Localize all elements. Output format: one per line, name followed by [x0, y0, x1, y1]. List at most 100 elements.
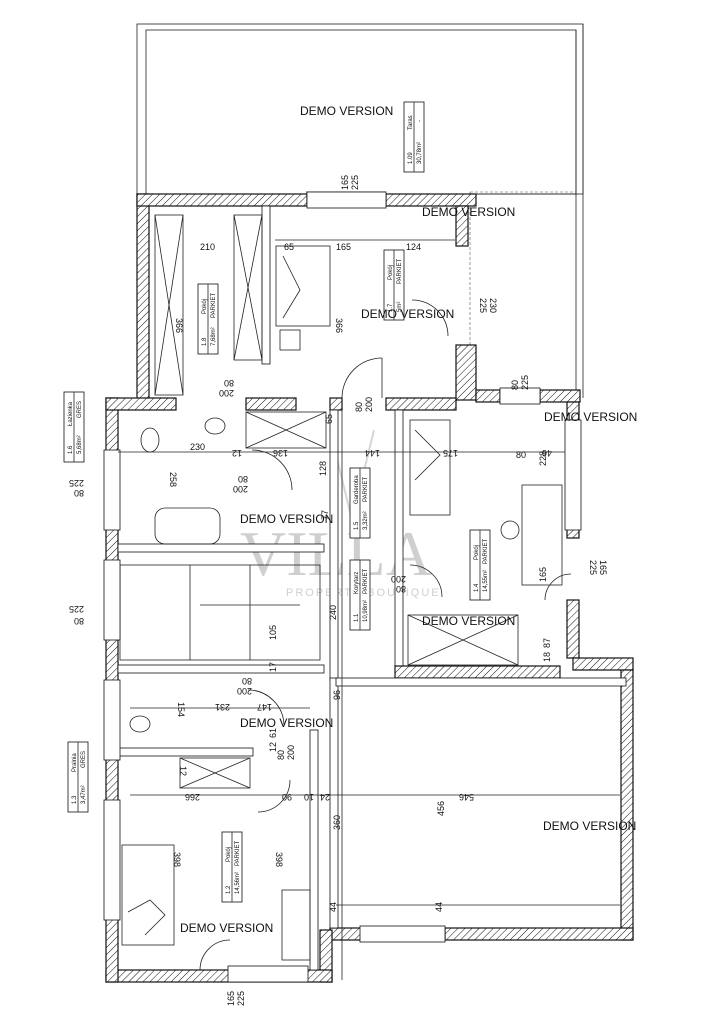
dim-366-left: 366 [174, 318, 184, 333]
dim-18: 18 [542, 652, 552, 662]
dim-128: 128 [318, 461, 328, 476]
svg-text:1.2: 1.2 [226, 885, 232, 894]
room-tag-1-4: 1.4 14,55m² Pokój PARKIET [469, 529, 491, 601]
dim-80-b: 80 [354, 402, 364, 412]
dim-80-left-b: 80 [74, 616, 84, 626]
svg-text:GRES: GRES [77, 401, 83, 418]
demo-label: DEMO VERSION [544, 410, 637, 424]
dim-360: 360 [332, 815, 342, 830]
svg-text:5m²: 5m² [397, 302, 403, 312]
dim-17: 17 [268, 662, 278, 672]
dim-87: 87 [542, 638, 552, 648]
svg-text:1.4: 1.4 [474, 583, 480, 592]
dim-546: 546 [459, 792, 474, 802]
dim-136: 136 [273, 448, 288, 458]
svg-text:-: - [417, 120, 423, 122]
svg-text:Taras: Taras [408, 115, 414, 130]
svg-text:Garderoba: Garderoba [354, 475, 360, 504]
dim-80-g: 80 [242, 676, 252, 686]
svg-text:PARKIET: PARKIET [363, 568, 369, 594]
dim-200-f: 200 [286, 745, 296, 760]
svg-text:1.1: 1.1 [354, 613, 360, 622]
dim-200-d: 200 [391, 574, 406, 584]
dim-231: 231 [215, 702, 230, 712]
dim-240: 240 [328, 605, 338, 620]
svg-text:Pokój: Pokój [474, 545, 480, 560]
room-tag-1-7: 1.7 5m² Pokój PARKIET [383, 249, 405, 321]
dim-200-b: 200 [364, 397, 374, 412]
dim-147: 147 [257, 702, 272, 712]
svg-text:7,68m²: 7,68m² [211, 327, 217, 346]
svg-text:1.09: 1.09 [408, 152, 414, 164]
dim-96: 96 [332, 690, 342, 700]
dim-258: 258 [168, 472, 178, 487]
dim-225-right: 225 [588, 560, 598, 575]
svg-text:3,47m²: 3,47m² [81, 785, 87, 804]
room-tag-terrace: 1.09 30,78m² Taras - [403, 101, 425, 173]
svg-text:Łazienka: Łazienka [68, 401, 74, 426]
svg-text:Pokój: Pokój [226, 847, 232, 862]
dim-124: 124 [406, 242, 421, 252]
svg-text:14,56m²: 14,56m² [235, 872, 241, 894]
svg-text:1.8: 1.8 [202, 337, 208, 346]
room-tag-1-1: 1.1 10,98m² Korytarz PARKIET [349, 559, 371, 631]
demo-labels: DEMO VERSION DEMO VERSION DEMO VERSION D… [180, 104, 637, 935]
furniture [119, 245, 563, 961]
demo-label: DEMO VERSION [361, 307, 454, 321]
dim-80-a: 80 [224, 378, 234, 388]
demo-label: DEMO VERSION [422, 614, 515, 628]
wardrobes [154, 214, 519, 789]
dim-200-c: 200 [233, 484, 248, 494]
room-tag-1-5: 1.5 3,32m² Garderoba PARKIET [349, 467, 371, 539]
svg-text:1.6: 1.6 [68, 445, 74, 454]
dim-24: 24 [320, 792, 330, 802]
dim-456: 456 [436, 801, 446, 816]
doors [199, 299, 572, 971]
dim-105: 105 [268, 625, 278, 640]
svg-text:3,32m²: 3,32m² [363, 511, 369, 530]
svg-text:PARKIET: PARKIET [397, 258, 403, 284]
dim-225-bottom: 225 [236, 991, 246, 1006]
room-tag-1-3: 1.3 3,47m² Pralnia GRES [67, 741, 89, 813]
dim-200-a: 200 [219, 388, 234, 398]
demo-label: DEMO VERSION [240, 716, 333, 730]
dim-210: 210 [200, 242, 215, 252]
dim-90: 90 [282, 792, 292, 802]
svg-text:10,98m²: 10,98m² [363, 600, 369, 622]
dim-65: 65 [284, 242, 294, 252]
dim-154: 154 [176, 702, 186, 717]
svg-text:1.3: 1.3 [72, 795, 78, 804]
svg-text:PARKIET: PARKIET [483, 538, 489, 564]
svg-text:1.7: 1.7 [388, 303, 394, 312]
dim-230-bath: 230 [190, 442, 205, 452]
svg-text:Korytarz: Korytarz [354, 572, 360, 594]
dim-80-e: 80 [238, 474, 248, 484]
dim-165-top: 165 [340, 175, 350, 190]
dim-225-left-a: 225 [69, 478, 84, 488]
svg-text:GRES: GRES [81, 751, 87, 768]
dim-12-a: 12 [232, 448, 242, 458]
dim-77: 77 [320, 510, 330, 520]
dim-44-b: 44 [434, 902, 444, 912]
demo-label: DEMO VERSION [180, 921, 273, 935]
dim-165-room: 165 [336, 242, 351, 252]
dim-80-d: 80 [516, 450, 526, 460]
dim-80-h: 80 [276, 750, 286, 760]
demo-label: DEMO VERSION [300, 104, 393, 118]
svg-text:PARKIET: PARKIET [363, 476, 369, 502]
dim-225-c: 225 [520, 375, 530, 390]
windows [103, 191, 582, 983]
demo-label: DEMO VERSION [543, 819, 636, 833]
dim-46: 46 [542, 448, 552, 458]
dim-65-b: 65 [324, 414, 334, 424]
svg-text:5,68m²: 5,68m² [77, 435, 83, 454]
dim-225-terrace: 225 [478, 298, 488, 313]
dim-80-f: 80 [396, 584, 406, 594]
svg-text:Pokój: Pokój [202, 299, 208, 314]
dim-165-bottom: 165 [226, 991, 236, 1006]
dimensions: 165 225 210 65 165 124 366 366 225 230 2… [69, 175, 608, 1006]
svg-text:Pokój: Pokój [388, 265, 394, 280]
room-tag-1-6: 1.6 5,68m² Łazienka GRES [63, 391, 85, 463]
dim-175: 175 [443, 448, 458, 458]
dim-266: 266 [185, 792, 200, 802]
